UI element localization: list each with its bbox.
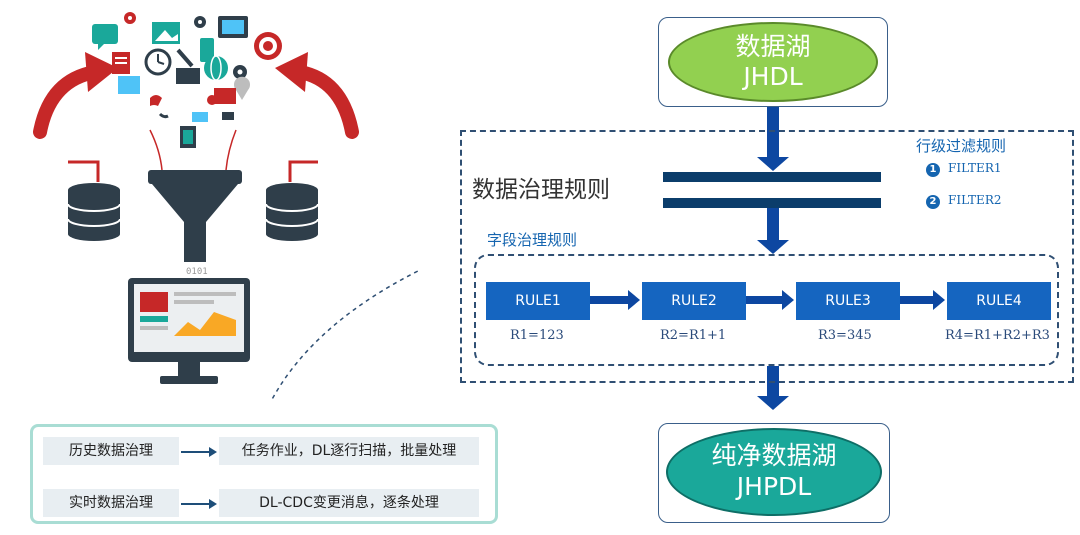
filter-label: FILTER2 [948,193,1002,207]
wrench-icon [176,48,194,68]
filter-number-badge: 2 [926,195,940,209]
legend-desc-history: 任务作业，DL逐行扫描，批量处理 [219,437,479,465]
clock-icon [144,48,172,76]
database-left-icon [67,160,121,241]
field-rules-title: 字段治理规则 [487,231,578,249]
target-icon [254,32,282,60]
target-lake-name: 纯净数据湖 [711,441,837,470]
svg-text:0101: 0101 [186,267,208,277]
curved-arrow-left-icon [33,52,118,139]
rule-expr-3: R3=345 [818,328,872,343]
legend-label-history: 历史数据治理 [43,437,179,465]
tablet-icon [180,126,196,148]
mail-icon [192,112,208,122]
rule-expr-2: R2=R1+1 [660,328,727,343]
globe-icon [204,55,228,81]
legend-arrow-icon [181,499,217,509]
data-funnel-illustration: 0101 [33,12,420,400]
curved-arrow-right-icon [275,52,359,139]
right-arrow-icon [590,290,640,310]
down-arrow-icon [757,107,789,171]
phone-receiver-icon [150,95,169,119]
monitor-icon [128,278,250,384]
map-pin-icon [233,76,250,100]
database-right-icon [265,160,319,241]
rule-box-2: RULE2 [642,282,746,320]
rule-expr-1: R1=123 [510,328,564,343]
filter-label: FILTER1 [948,161,1002,175]
filter-bar-bottom [663,198,881,208]
flag-icon [214,88,236,120]
rule-box-4: RULE4 [947,282,1051,320]
filter-item: 2 FILTER2 [926,193,1002,209]
document-icon [112,52,130,74]
chat-icon [92,24,118,50]
source-lake-node: 数据湖 JHDL [668,22,878,102]
image-icon [152,22,180,44]
filter-item: 1 FILTER1 [926,161,1002,177]
legend-label-realtime: 实时数据治理 [43,489,179,517]
row-filter-title: 行级过滤规则 [916,137,1007,155]
target-lake-code: JHPDL [736,472,812,501]
legend-desc-realtime: DL-CDC变更消息，逐条处理 [219,489,479,517]
right-arrow-icon [746,290,794,310]
legend-arrow-icon [181,447,217,457]
target-lake-node: 纯净数据湖 JHPDL [666,428,882,516]
field-rules-frame [474,254,1059,366]
calendar-icon [118,76,140,94]
phone-icon [200,38,214,62]
funnel-icon: 0101 [148,170,242,277]
governance-mode-legend: 历史数据治理 任务作业，DL逐行扫描，批量处理 实时数据治理 DL-CDC变更消… [30,424,498,524]
filter-number-badge: 1 [926,163,940,177]
monitor-small-icon [218,16,248,38]
rule-box-3: RULE3 [796,282,900,320]
rule-box-1: RULE1 [486,282,590,320]
governance-rules-title: 数据治理规则 [472,177,610,203]
down-arrow-icon [757,208,789,254]
filter-bar-top [663,172,881,182]
source-lake-name: 数据湖 [735,32,811,61]
governance-rules-frame [460,130,1074,383]
card-icon [176,68,200,84]
rule-expr-4: R4=R1+R2+R3 [945,328,1050,343]
right-arrow-icon [900,290,945,310]
source-lake-code: JHDL [743,62,803,91]
